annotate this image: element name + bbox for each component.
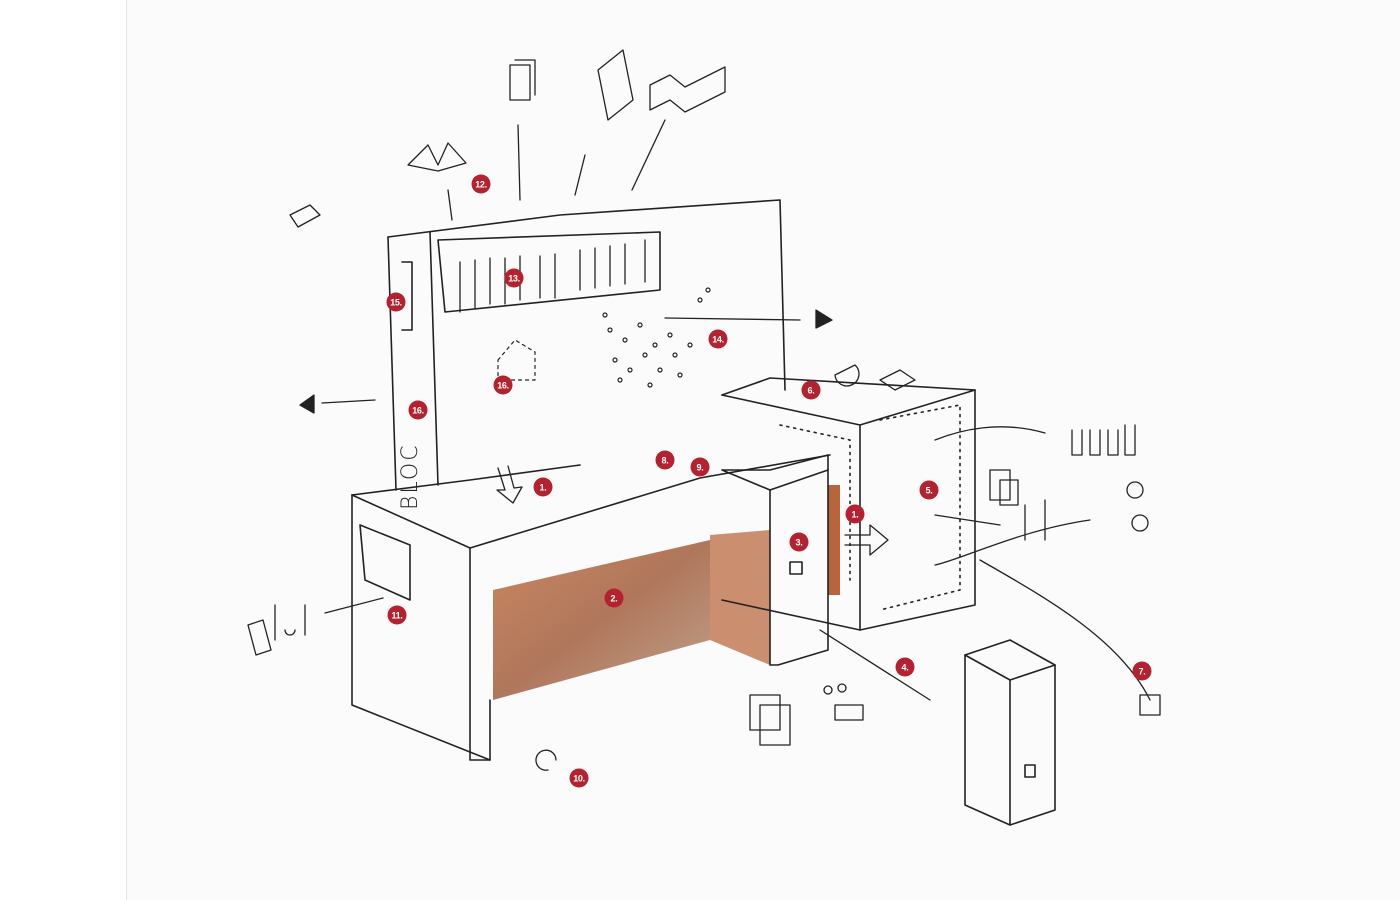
marker-11: 11. bbox=[387, 605, 407, 625]
marker-13: 13. bbox=[504, 268, 524, 288]
marker-1: 1. bbox=[533, 477, 553, 497]
marker-6: 6. bbox=[801, 380, 821, 400]
wall-lettering: BLOC bbox=[398, 443, 423, 510]
marker-2: 2. bbox=[604, 588, 624, 608]
marker-16: 16. bbox=[493, 375, 513, 395]
marker-7: 7. bbox=[1132, 661, 1152, 681]
marker-14: 14. bbox=[708, 329, 728, 349]
marker-1: 1. bbox=[845, 504, 865, 524]
marker-8: 8. bbox=[655, 450, 675, 470]
arrows bbox=[299, 119, 1151, 771]
back-wall bbox=[387, 199, 786, 491]
icons-items bbox=[247, 49, 1161, 746]
marker-12: 12. bbox=[471, 174, 491, 194]
bar-module bbox=[721, 377, 976, 631]
marker-16: 16. bbox=[408, 400, 428, 420]
locker bbox=[964, 639, 1056, 826]
front-counter bbox=[351, 454, 840, 761]
storage-cabinet bbox=[721, 454, 829, 666]
marker-5: 5. bbox=[919, 480, 939, 500]
marker-9: 9. bbox=[690, 457, 710, 477]
marker-10: 10. bbox=[569, 768, 589, 788]
dot-pattern bbox=[497, 287, 711, 388]
marker-4: 4. bbox=[895, 657, 915, 677]
paper-background bbox=[126, 0, 1400, 900]
marker-15: 15. bbox=[386, 292, 406, 312]
marker-3: 3. bbox=[789, 532, 809, 552]
